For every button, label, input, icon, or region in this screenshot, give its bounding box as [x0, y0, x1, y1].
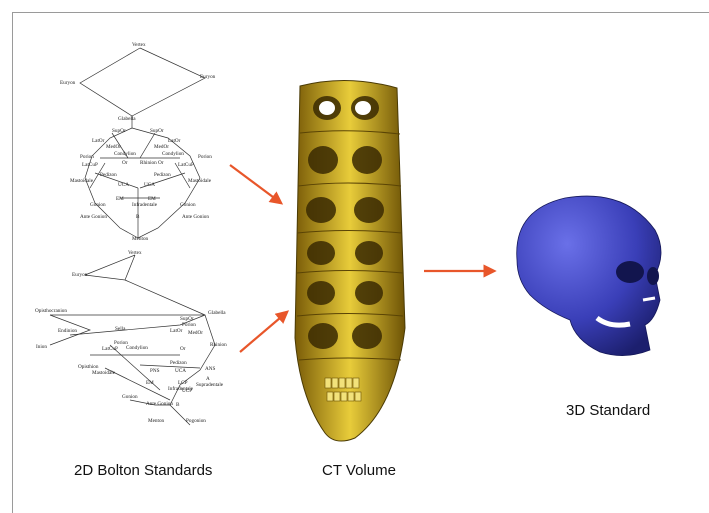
caption-ct-volume: CT Volume: [322, 462, 396, 479]
3d-standard-skull-image: [505, 190, 675, 365]
caption-3d-standard: 3D Standard: [566, 402, 650, 419]
ct-volume-image: [285, 78, 410, 448]
caption-2d-bolton-standards: 2D Bolton Standards: [74, 462, 212, 479]
arrow-lateral-to-ct: [240, 312, 287, 352]
arrow-frontal-to-ct: [230, 165, 281, 203]
